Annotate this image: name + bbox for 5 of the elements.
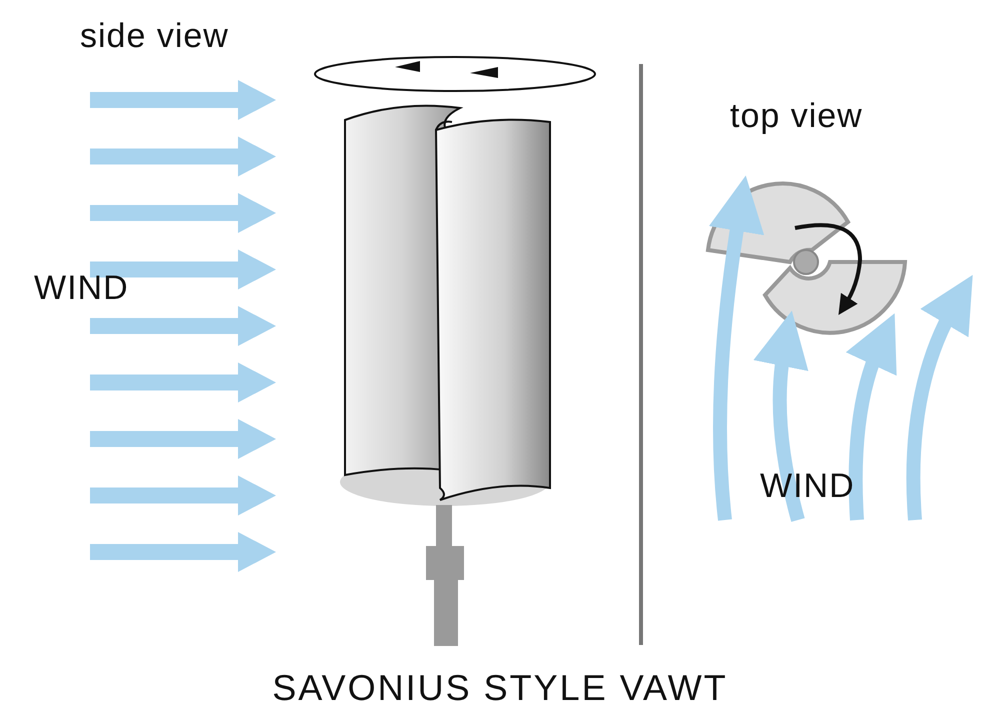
caption: SAVONIUS STYLE VAWT (271, 668, 729, 708)
view-label: top view (730, 98, 863, 136)
view-label: side view (80, 18, 229, 56)
wind-label: WIND (34, 270, 129, 308)
wind-label: WIND (760, 468, 855, 506)
